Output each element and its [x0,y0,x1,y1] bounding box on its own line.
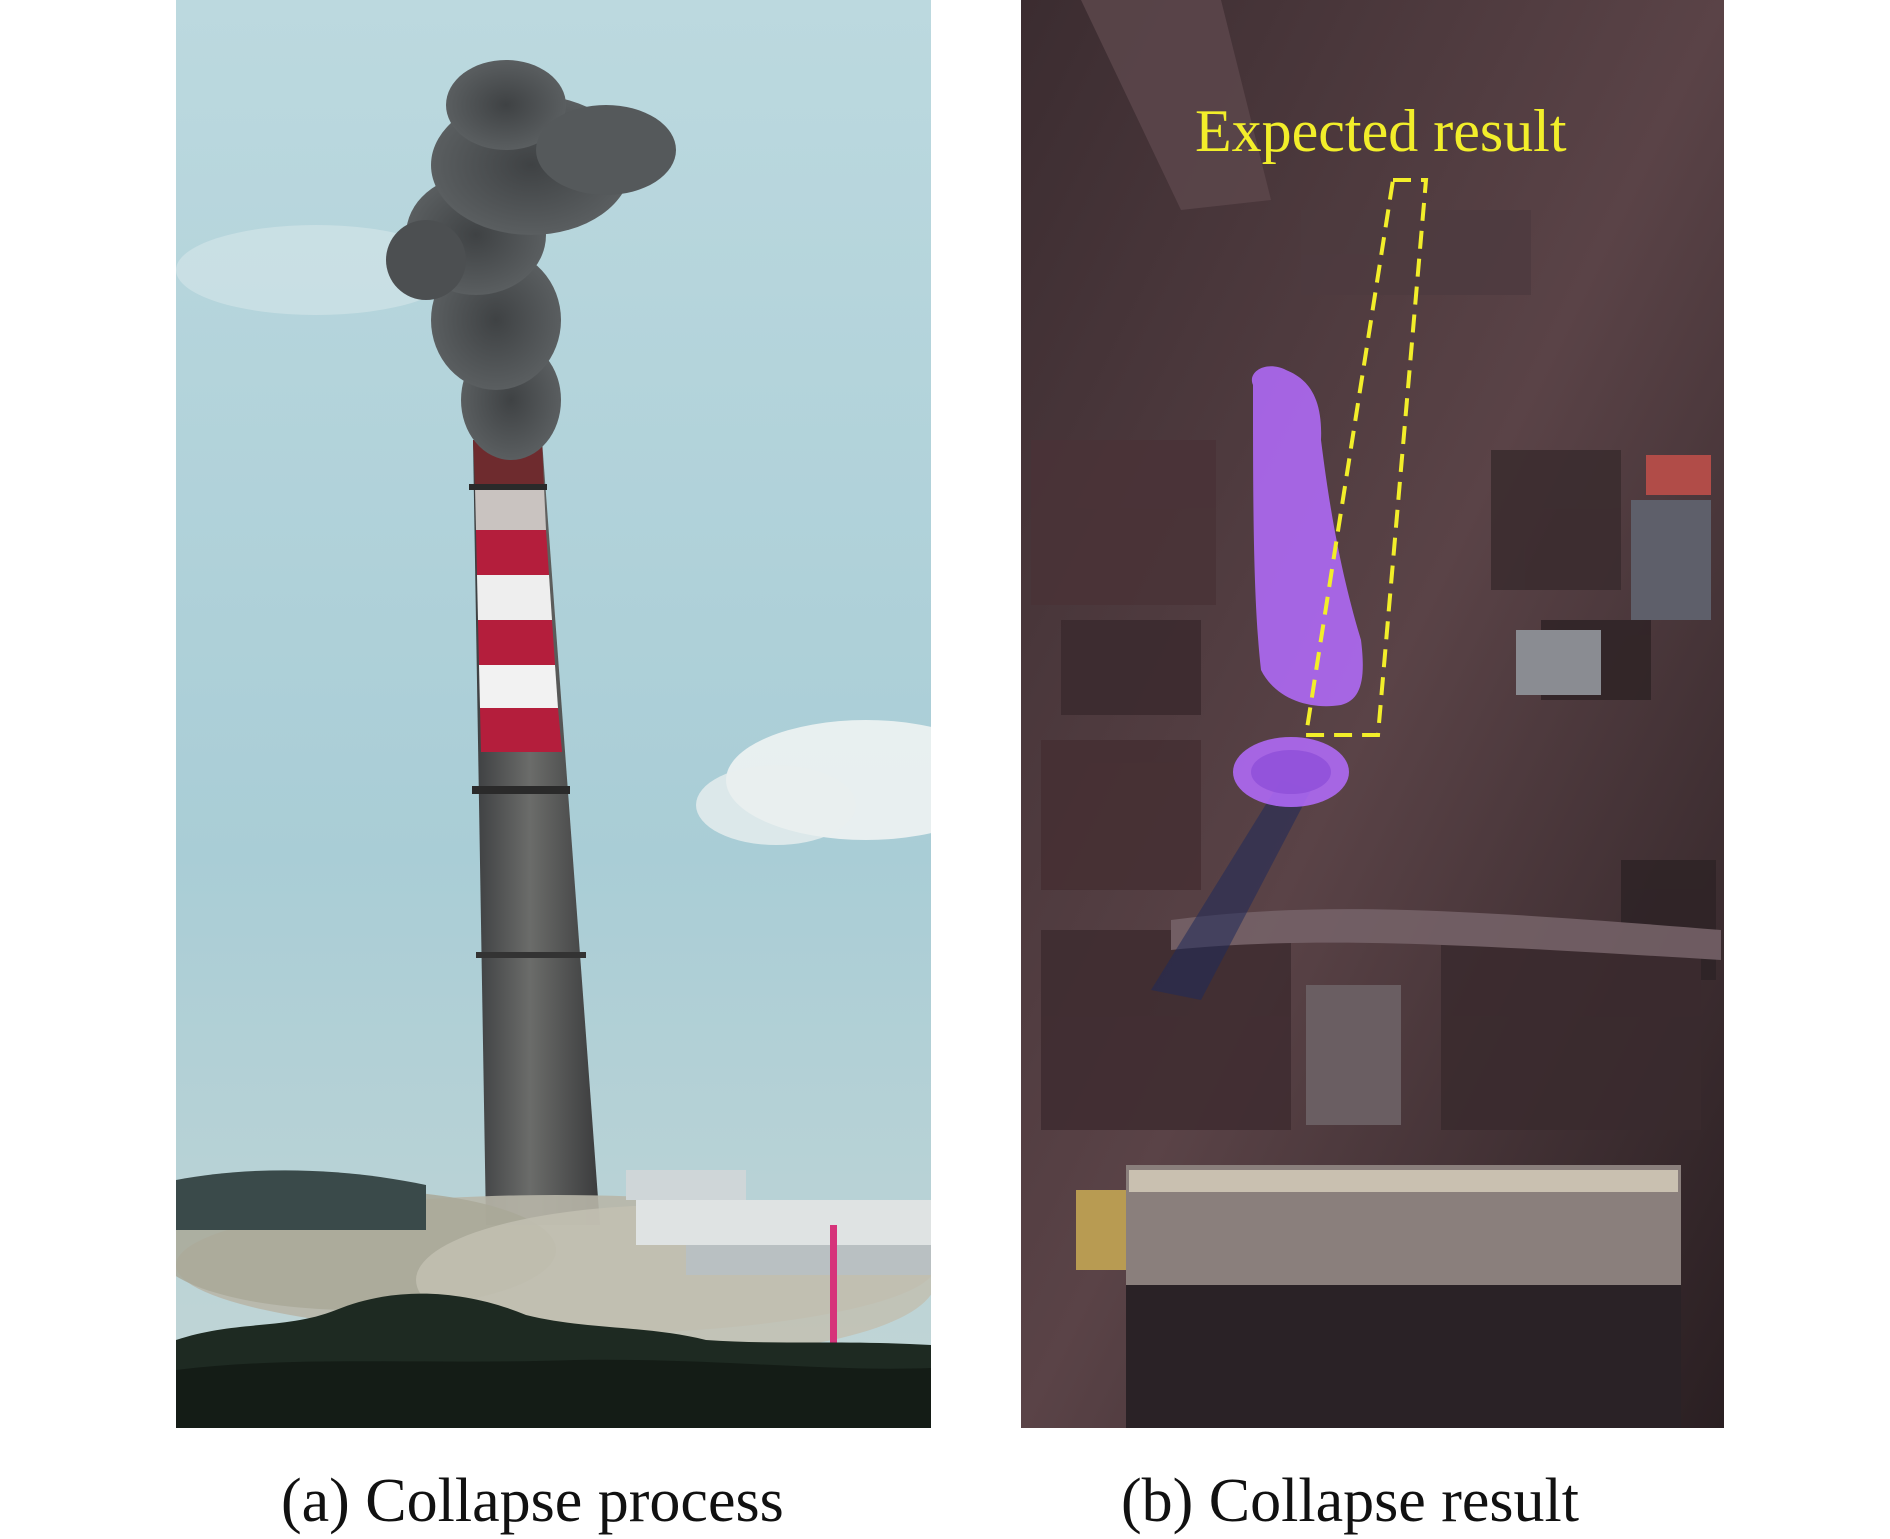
rooftop-red [1646,455,1711,495]
cloud [176,225,456,315]
pole [830,1225,837,1428]
building [636,1200,931,1245]
photo-collapse-process [176,0,931,1428]
building [626,1170,746,1200]
expected-result-box [1303,178,1429,737]
chimney-band [478,620,555,665]
smoke-plume [386,60,676,460]
rooftop [1631,500,1711,620]
chimney-band [475,487,546,530]
caption-collapse-process: (a) Collapse process [281,1467,784,1535]
chimney-band [480,708,562,752]
chimney-band [477,575,552,620]
collapse-result-illustration [1021,0,1724,1428]
tree-line [176,1170,426,1230]
cloud [696,765,856,845]
collapse-process-illustration [176,0,931,1428]
caption-collapse-result: (b) Collapse result [1121,1467,1580,1535]
chimney-base-inner [1251,750,1331,794]
chimney-band [479,665,558,708]
platform-ring [472,786,570,794]
chimney-band [476,530,549,575]
photo-collapse-result [1021,0,1724,1428]
expected-result-label: Expected result [1195,98,1567,164]
platform-ring [469,484,547,490]
foreground-trees [176,1359,931,1428]
building [686,1245,931,1275]
factory-shadow [1126,1285,1681,1428]
platform-ring [476,952,586,958]
factory-roof-edge [1129,1170,1678,1192]
factory-annex [1076,1190,1126,1270]
building-block [1306,985,1401,1125]
chimney-shadow [1151,780,1311,1000]
rooftop [1516,630,1601,695]
fallen-chimney-highlight [1251,366,1363,707]
